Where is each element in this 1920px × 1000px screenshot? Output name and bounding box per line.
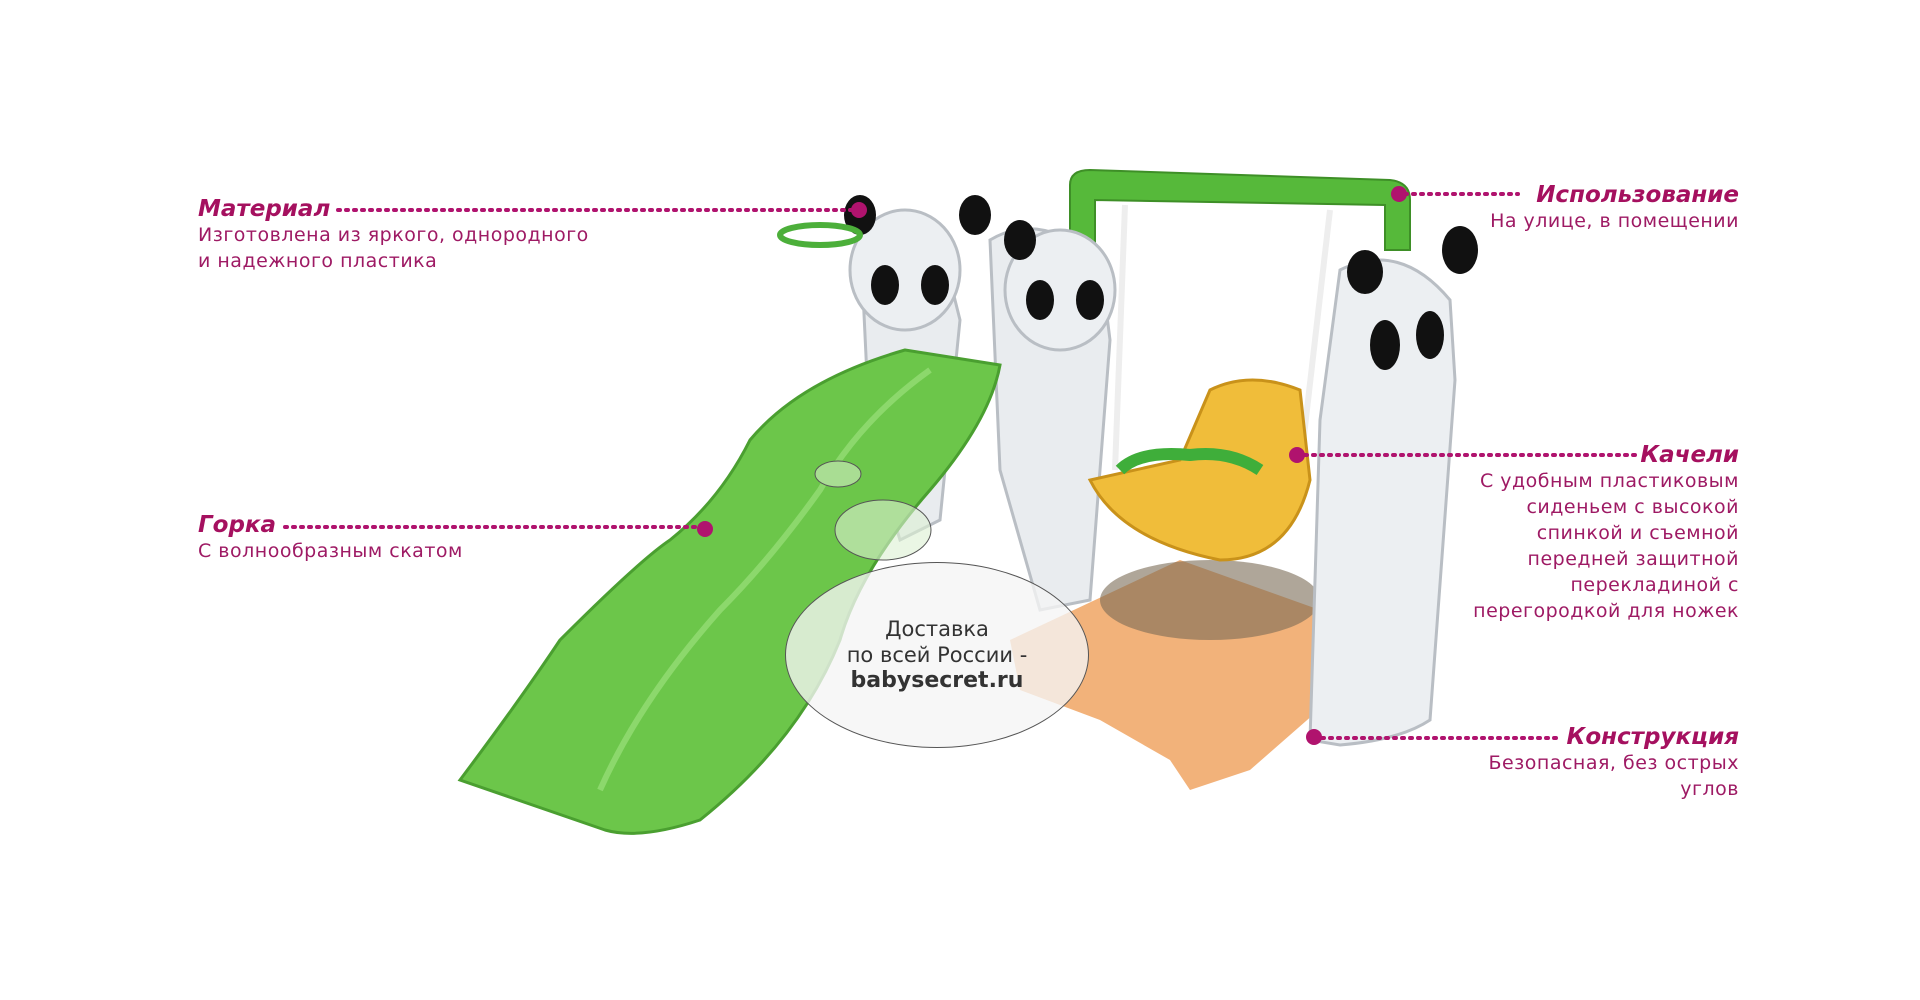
callout-desc: углов xyxy=(1680,778,1739,800)
panda-eye xyxy=(921,265,949,305)
slide-hole xyxy=(834,499,932,561)
panda-eye xyxy=(1076,280,1104,320)
callout-desc: и надежного пластика xyxy=(198,250,438,272)
callout-desc: перегородкой для ножек xyxy=(1473,600,1739,622)
callout-usage: Использование На улице, в помещении xyxy=(1490,182,1739,234)
callout-desc: спинкой и съемной xyxy=(1536,522,1739,544)
callout-title: Горка xyxy=(198,512,277,538)
callout-construction: Конструкция Безопасная, без острых углов xyxy=(1488,724,1739,802)
panda-ear xyxy=(1004,220,1036,260)
callout-desc: С волнообразным скатом xyxy=(198,540,463,562)
callout-desc: перекладиной с xyxy=(1570,574,1739,596)
callout-desc: передней защитной xyxy=(1527,548,1739,570)
panda-eye xyxy=(871,265,899,305)
marker-construction xyxy=(1306,729,1322,745)
delivery-badge: Доставка по всей России - babysecret.ru xyxy=(785,562,1089,748)
panda-ear xyxy=(1442,226,1478,274)
panda-eye xyxy=(1026,280,1054,320)
shadow xyxy=(1100,560,1320,640)
callout-desc: сиденьем с высокой xyxy=(1526,496,1739,518)
callout-title: Использование xyxy=(1536,182,1739,208)
marker-slide xyxy=(697,521,713,537)
slide-hole xyxy=(814,460,862,488)
swing-handle xyxy=(1115,448,1264,476)
panel-right xyxy=(1308,258,1457,747)
panda-ear xyxy=(1347,250,1383,294)
slide-highlight xyxy=(597,367,932,792)
swing-seat xyxy=(1087,378,1312,562)
panda-ear xyxy=(959,195,991,235)
callout-desc: Изготовлена из яркого, однородного xyxy=(198,224,589,246)
callout-title: Качели xyxy=(1640,442,1739,468)
swing-rope xyxy=(1112,204,1128,471)
delivery-line: по всей России - xyxy=(846,643,1028,667)
panda-eye xyxy=(1416,311,1444,359)
callout-desc: На улице, в помещении xyxy=(1490,210,1739,232)
marker-swing xyxy=(1289,447,1305,463)
callout-swing: Качели С удобным пластиковым сиденьем с … xyxy=(1473,442,1739,624)
callout-desc: С удобным пластиковым xyxy=(1479,470,1739,492)
callout-desc: Безопасная, без острых xyxy=(1488,752,1739,774)
delivery-site: babysecret.ru xyxy=(850,668,1024,693)
marker-usage xyxy=(1391,186,1407,202)
delivery-line: Доставка xyxy=(885,617,989,641)
basketball-hoop xyxy=(777,222,863,248)
callout-slide: Горка С волнообразным скатом xyxy=(198,512,463,564)
swing-frame xyxy=(1069,168,1411,261)
callout-material: Материал Изготовлена из яркого, однородн… xyxy=(198,196,589,274)
callout-title: Материал xyxy=(198,196,331,222)
callout-title: Конструкция xyxy=(1566,724,1739,750)
panda-head xyxy=(1003,228,1117,352)
marker-material xyxy=(851,202,867,218)
panda-eye xyxy=(1370,320,1400,370)
